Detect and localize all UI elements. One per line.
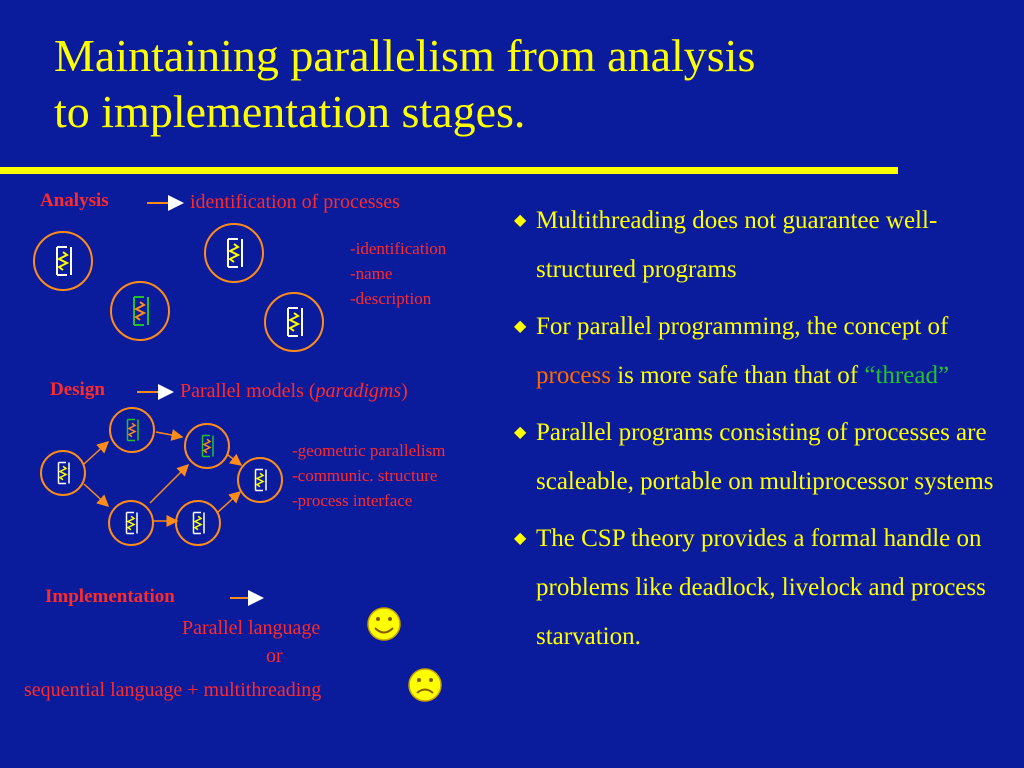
design-attr-1: -geometric parallelism (292, 441, 446, 460)
implementation-option-1: Parallel language (182, 617, 321, 639)
analysis-attr-3: -description (350, 289, 432, 308)
implementation-label: Implementation (45, 586, 175, 607)
analysis-attr-2: -name (350, 264, 393, 283)
bullet-text-2a: For parallel programming, the concept of (536, 313, 949, 340)
keyword-process: process (536, 362, 611, 389)
analysis-attributes: -identification -name -description (350, 236, 446, 311)
diamond-bullet-icon: ◆ (514, 318, 527, 335)
bullet-item-2: ◆ For parallel programming, the concept … (510, 302, 1020, 400)
design-process-node-1 (40, 450, 86, 496)
slide-title: Maintaining parallelism from analysis to… (54, 28, 954, 140)
analysis-description: identification of processes (190, 191, 400, 213)
analysis-process-node-3 (110, 281, 170, 341)
design-description-suffix: ) (401, 380, 408, 402)
analysis-label: Analysis (40, 190, 109, 211)
design-description-italic: paradigms (315, 380, 402, 402)
design-label: Design (50, 379, 105, 400)
analysis-process-node-1 (33, 231, 93, 291)
title-line-1: Maintaining parallelism from analysis (54, 30, 756, 81)
analysis-process-node-2 (204, 223, 264, 283)
design-process-node-2 (109, 407, 155, 453)
design-attr-3: -process interface (292, 491, 413, 510)
design-description-prefix: Parallel models ( (180, 380, 316, 402)
bullet-item-1: ◆ Multithreading does not guarantee well… (510, 196, 1020, 294)
diamond-bullet-icon: ◆ (514, 212, 527, 229)
design-process-node-3 (184, 423, 230, 469)
analysis-process-node-4 (264, 292, 324, 352)
bullet-text-1: Multithreading does not guarantee well-s… (536, 207, 938, 283)
happy-face-icon (367, 607, 401, 641)
bullet-text-4: The CSP theory provides a formal handle … (536, 525, 986, 650)
design-process-node-6 (175, 500, 221, 546)
design-process-node-4 (237, 457, 283, 503)
implementation-option-2: sequential language + multithreading (24, 679, 322, 701)
bullet-text-3: Parallel programs consisting of processe… (536, 419, 994, 495)
bullet-text-2b: is more safe than that of (610, 362, 865, 389)
design-attr-2: -communic. structure (292, 466, 438, 485)
diamond-bullet-icon: ◆ (514, 530, 527, 547)
design-network-edges (83, 429, 243, 527)
analysis-attr-1: -identification (350, 239, 447, 258)
diamond-bullet-icon: ◆ (514, 424, 527, 441)
design-description: Parallel models (paradigms) (180, 380, 408, 403)
design-attributes: -geometric parallelism -communic. struct… (292, 438, 445, 513)
title-line-2: to implementation stages. (54, 86, 526, 137)
implementation-or: or (266, 645, 283, 667)
bullet-item-4: ◆ The CSP theory provides a formal handl… (510, 514, 1020, 661)
design-process-node-5 (108, 500, 154, 546)
keyword-thread: “thread” (864, 362, 950, 389)
sad-face-icon (408, 668, 442, 702)
bullet-list: ◆ Multithreading does not guarantee well… (510, 196, 1020, 669)
bullet-item-3: ◆ Parallel programs consisting of proces… (510, 408, 1020, 506)
title-underline (0, 167, 898, 174)
